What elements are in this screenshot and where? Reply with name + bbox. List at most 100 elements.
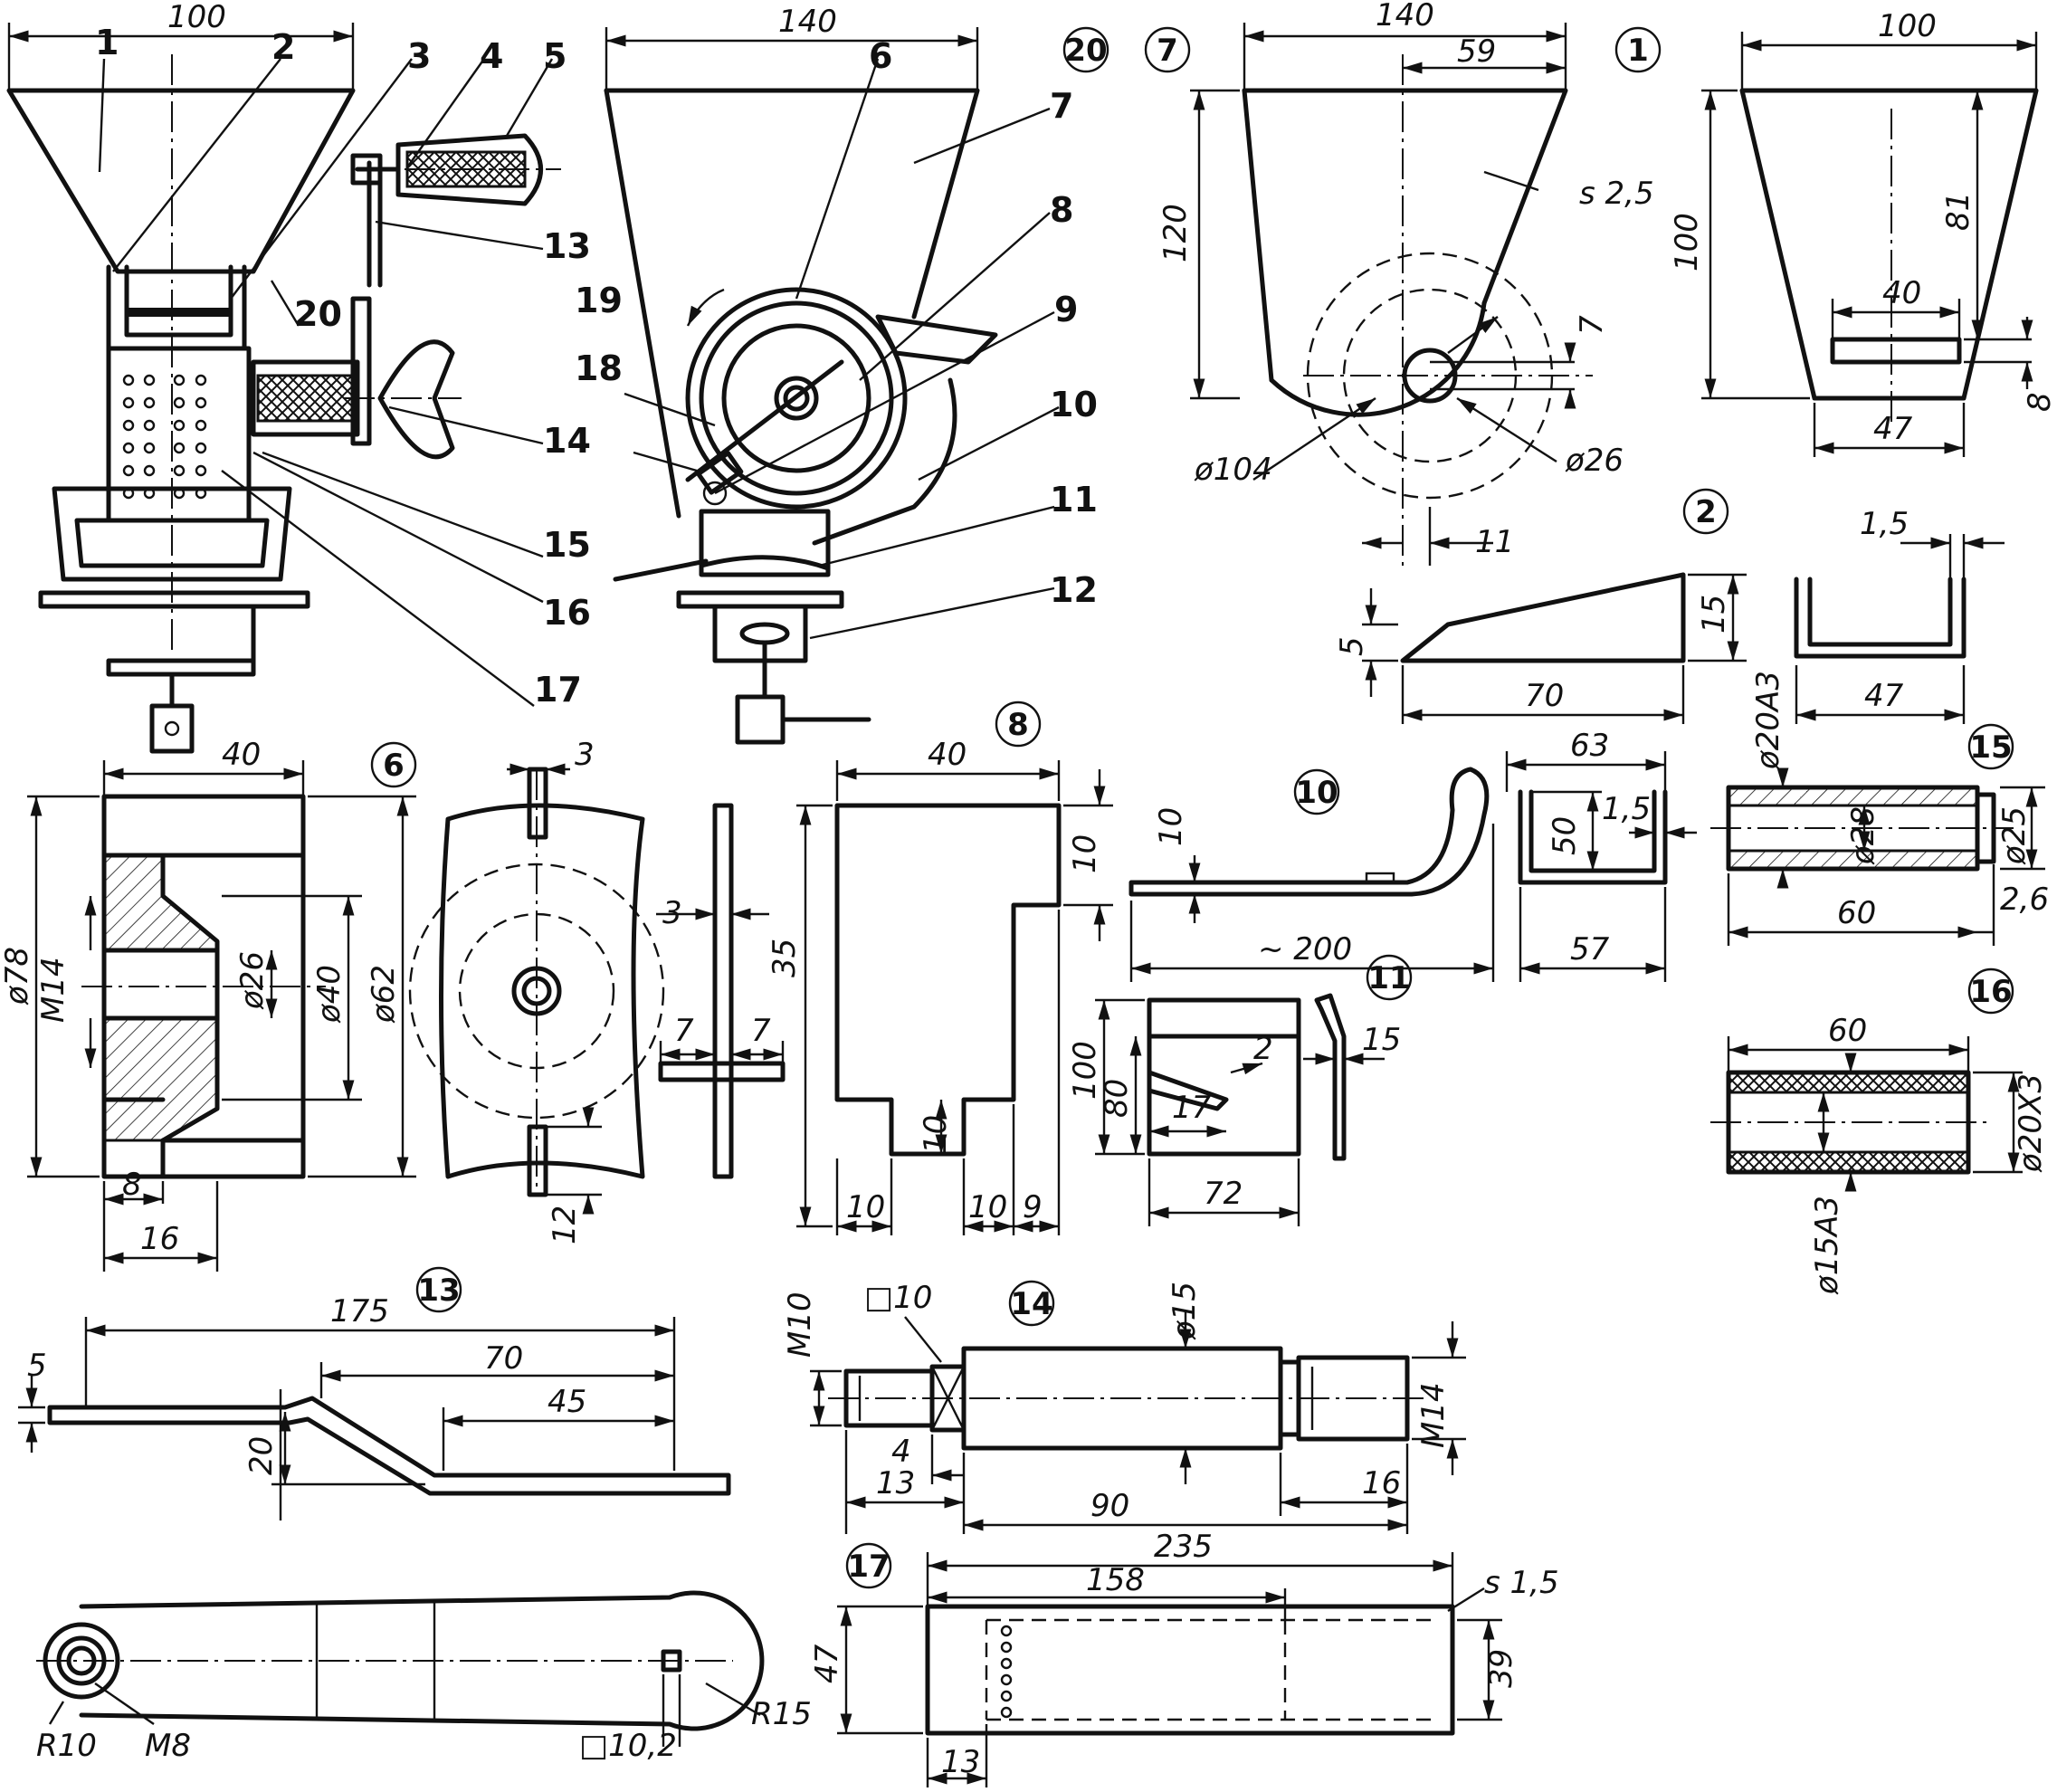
- dim-p10-57: 57: [1570, 931, 1610, 967]
- dim-p11-100: 100: [1067, 1041, 1103, 1100]
- part-6-labels: 6 40 3 ø78 M14 ø26 ø40 ø62 8 16 12: [0, 737, 595, 1257]
- dim-p13-45: 45: [548, 1384, 586, 1420]
- dim-p17-39: 39: [1483, 1649, 1519, 1688]
- leader-4: 4: [480, 36, 503, 76]
- leader-19: 19: [575, 281, 623, 320]
- leader-11: 11: [1050, 480, 1098, 519]
- leader-2: 2: [271, 27, 295, 67]
- dim-p13-r15: R15: [751, 1696, 812, 1732]
- dim-p8-10c: 10: [846, 1189, 885, 1225]
- dim-p15-2-6: 2,6: [2000, 882, 2049, 918]
- dim-p7-7: 7: [1574, 315, 1610, 335]
- dim-p10-10: 10: [1153, 807, 1189, 846]
- dim-p10-1-5: 1,5: [1602, 791, 1651, 827]
- dim-p6-40: 40: [222, 737, 261, 773]
- part-20-circle: [1062, 26, 1109, 73]
- dim-p11-2: 2: [1253, 1031, 1273, 1067]
- dim-p6-16: 16: [140, 1221, 179, 1257]
- part-10: [1128, 751, 1697, 982]
- leader-17: 17: [534, 670, 582, 710]
- leader-5: 5: [543, 36, 567, 76]
- part-8-number: 8: [1007, 707, 1029, 743]
- dim-p13-20: 20: [243, 1436, 280, 1475]
- leader-18: 18: [575, 348, 623, 388]
- dim-p14-90: 90: [1090, 1488, 1129, 1524]
- u-channel: [1794, 534, 2005, 724]
- dim-p8-35: 35: [767, 939, 803, 977]
- leader-7: 7: [1050, 86, 1073, 126]
- part-10-labels: 10 10 ~ 200 63 50 1,5 57: [1153, 728, 1651, 967]
- dim-p11-72: 72: [1204, 1176, 1243, 1212]
- dim-p13-m8: M8: [145, 1728, 191, 1764]
- dim-p8-40: 40: [928, 737, 967, 773]
- part-7-labels: 7 140 59 120 s 2,5 7 ø104 ø26 11: [1157, 0, 1653, 560]
- dim-p15-d20a3: ø20A3: [1750, 671, 1786, 770]
- dim-p6-d78: ø78: [0, 947, 35, 1006]
- part-2: [1362, 488, 1747, 724]
- dim-u-1-5: 1,5: [1860, 506, 1909, 542]
- dim-p14-4: 4: [891, 1434, 911, 1470]
- dim-p7-width: 140: [1376, 0, 1434, 33]
- part-14: [810, 1280, 1466, 1534]
- leader-15: 15: [543, 525, 591, 565]
- leader-3: 3: [407, 36, 431, 76]
- dim-p10-63: 63: [1570, 728, 1609, 764]
- dim-p8-7b: 7: [751, 1013, 771, 1049]
- part-14-labels: 14 M10 □10 ø15 M14 4 13 90 16: [782, 1280, 1452, 1524]
- dim-p13-70: 70: [484, 1340, 523, 1377]
- dim-p11-80: 80: [1099, 1079, 1135, 1118]
- dim-p17-158: 158: [1086, 1562, 1145, 1598]
- dim-p8-10b: 10: [918, 1115, 954, 1154]
- leader-10: 10: [1050, 385, 1098, 424]
- part-2-labels: 2 5 70 15 1,5 47: [1334, 494, 1909, 714]
- part-11-number: 11: [1367, 960, 1410, 996]
- front-leader-numbers: 1 2 3 4 5 13 20 14 15 16 17: [95, 23, 591, 710]
- dim-p1-40: 40: [1882, 275, 1921, 311]
- part-14-number: 14: [1010, 1286, 1052, 1322]
- dim-p8-10a: 10: [1067, 834, 1103, 873]
- part-17-labels: 17 235 158 s 1,5 47 39 13: [809, 1529, 1559, 1780]
- part-11: [1095, 954, 1413, 1226]
- dim-p17-13: 13: [941, 1744, 980, 1780]
- dim-p13-5: 5: [27, 1348, 47, 1384]
- leader-16: 16: [543, 593, 591, 633]
- dim-p6-3: 3: [575, 737, 595, 773]
- part-16: [1710, 967, 2023, 1192]
- leader-8: 8: [1050, 190, 1073, 230]
- dim-p16-d15a3: ø15A3: [1809, 1196, 1845, 1295]
- dim-p7-thickness: s 2,5: [1579, 176, 1654, 212]
- dim-side-width: 140: [778, 4, 837, 40]
- p17-holes: [1000, 1625, 1013, 1719]
- part-1: [1614, 26, 2039, 457]
- dim-p6-12: 12: [547, 1206, 583, 1244]
- leader-9: 9: [1054, 290, 1078, 329]
- dim-p17-47: 47: [809, 1644, 845, 1683]
- leader-6: 6: [869, 36, 892, 76]
- leader-1: 1: [95, 23, 119, 62]
- dim-p16-d20x3: ø20X3: [2013, 1073, 2049, 1173]
- dim-p13-r10: R10: [36, 1728, 97, 1764]
- dim-p1-47: 47: [1873, 411, 1913, 447]
- part-7-number: 7: [1157, 33, 1178, 69]
- dim-p2-5: 5: [1334, 636, 1370, 656]
- side-leader-numbers: 6 7 8 9 10 11 12 19 18: [575, 36, 1098, 610]
- dim-p1-width: 100: [1878, 8, 1937, 44]
- part-13-labels: 13 175 70 45 5 20 R10 M8 □10,2 R15: [27, 1273, 812, 1764]
- dim-p6-m14: M14: [35, 957, 71, 1023]
- dim-p11-15: 15: [1362, 1022, 1401, 1058]
- part-15-number: 15: [1969, 729, 2012, 766]
- drum-holes: [122, 374, 207, 500]
- part-8-labels: 8 40 10 35 3 7 7 10 10 10 9: [662, 707, 1103, 1225]
- dim-p14-13: 13: [876, 1465, 915, 1501]
- part-2-number: 2: [1695, 494, 1717, 530]
- dim-p8-9: 9: [1023, 1189, 1043, 1225]
- dim-p17-thickness: s 1,5: [1484, 1565, 1559, 1601]
- dim-p17-235: 235: [1154, 1529, 1213, 1565]
- dim-p6-d62: ø62: [366, 965, 402, 1024]
- part-6-number: 6: [383, 748, 405, 784]
- dim-p8-10d: 10: [968, 1189, 1007, 1225]
- part-1-labels: 1 100 100 81 40 8 47: [1627, 8, 2057, 447]
- dim-p1-81: 81: [1940, 192, 1976, 231]
- part-13: [18, 1266, 765, 1747]
